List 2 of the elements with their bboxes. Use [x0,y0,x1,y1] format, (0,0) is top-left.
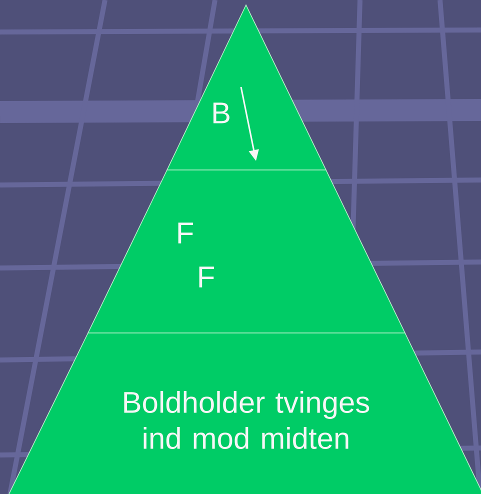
pyramid-band: F F [87,170,406,334]
pyramid-band: Boldholder tvinges ind mod midten [7,332,481,494]
